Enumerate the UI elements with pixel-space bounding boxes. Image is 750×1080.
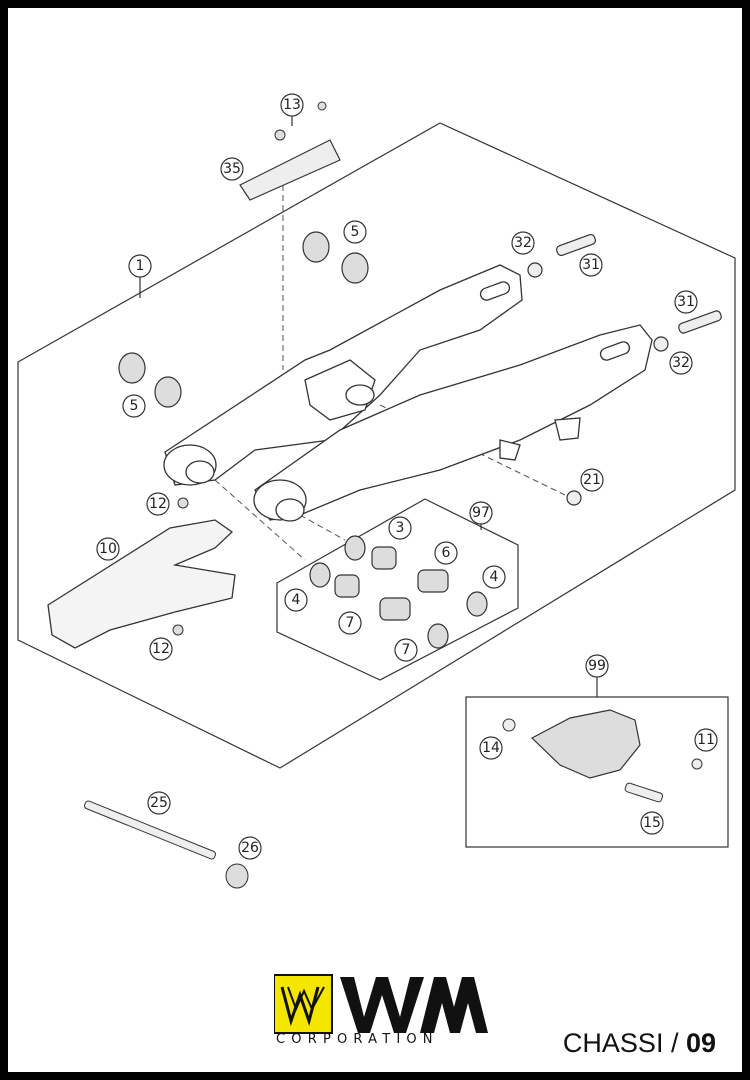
part-25-axle — [84, 800, 216, 860]
swingarm-exploded-diagram: 1 13 35 5 5 32 31 31 32 21 12 10 12 97 3… — [17, 93, 736, 889]
callout-4-left: 4 — [292, 592, 301, 608]
callout-26: 26 — [241, 840, 259, 856]
callout-35: 35 — [223, 161, 241, 177]
page-frame: 1 13 35 5 5 32 31 31 32 21 12 10 12 97 3… — [8, 8, 742, 1072]
callout-6: 6 — [442, 545, 451, 561]
callout-5-top: 5 — [351, 224, 360, 240]
callout-10: 10 — [99, 541, 117, 557]
callout-4-right: 4 — [490, 569, 499, 585]
section-label: CHASSI / 09 — [563, 1028, 716, 1059]
wm-corporation-logo — [274, 974, 488, 1034]
callout-12-top: 12 — [149, 496, 167, 512]
part-99-chain-guide — [530, 709, 641, 779]
callout-15: 15 — [643, 815, 661, 831]
callout-12-bottom: 12 — [152, 641, 170, 657]
swingarm-part-1 — [163, 264, 653, 522]
callout-11: 11 — [697, 732, 715, 748]
callout-1: 1 — [136, 258, 145, 274]
part-1-group-outline — [17, 122, 736, 769]
part-35-bracket — [239, 139, 341, 201]
callout-32-top: 32 — [514, 235, 532, 251]
callout-32-right: 32 — [672, 355, 690, 371]
brand-corporation-label: CORPORATION — [276, 1032, 439, 1047]
callout-21: 21 — [583, 472, 601, 488]
callout-3: 3 — [396, 520, 405, 536]
callout-13: 13 — [283, 97, 301, 113]
callout-31-top: 31 — [582, 257, 600, 273]
callout-7-right: 7 — [402, 642, 411, 658]
part-26-nut — [225, 863, 249, 889]
callout-25: 25 — [150, 795, 168, 811]
callout-7-left: 7 — [346, 615, 355, 631]
section-name: CHASSI / — [562, 1028, 686, 1058]
callout-14: 14 — [482, 740, 500, 756]
part-10-chain-slider — [47, 519, 236, 649]
section-number: 09 — [685, 1028, 716, 1058]
callout-31-right: 31 — [677, 294, 695, 310]
callout-5-left: 5 — [130, 398, 139, 414]
callout-97: 97 — [472, 505, 490, 521]
callout-99: 99 — [588, 658, 606, 674]
part-97-group-outline — [276, 498, 519, 681]
